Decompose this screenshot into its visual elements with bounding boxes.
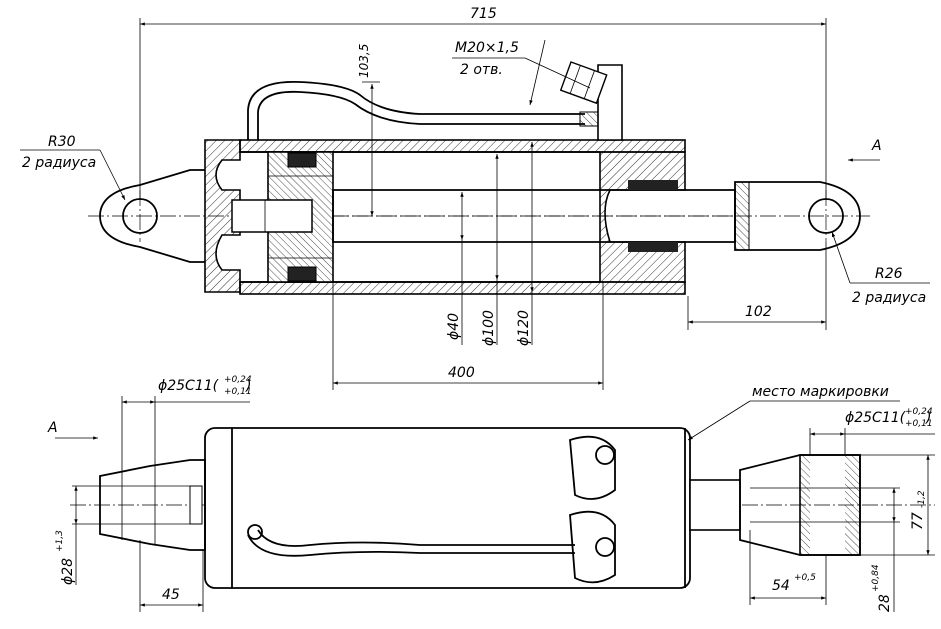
rod-diameter-label: ϕ40: [446, 313, 462, 340]
dimension-fork-gap: 28 +0,84: [860, 487, 900, 612]
side-view: A место маркировки ϕ25C11( +0,24 +0,11 ): [47, 375, 935, 612]
cylinder-body-side: [204, 427, 691, 589]
dimension-rear-eye-width: ϕ28 +1,3: [55, 485, 100, 585]
rear-bore-tol-lower: +0,11: [224, 387, 252, 397]
rear-lug-side: [99, 459, 206, 551]
dimension-fork-height: 77 -1,2: [860, 454, 935, 556]
stroke-label: 400: [448, 365, 475, 381]
front-bore-tol-lower: +0,11: [905, 419, 933, 429]
port-height-label: 103,5: [357, 44, 371, 78]
ports-side: [247, 435, 616, 584]
fork-slot-tol: +0,5: [794, 573, 816, 583]
rear-head: [204, 139, 241, 293]
bore-diameter-label: ϕ100: [481, 310, 497, 346]
front-bore-close: ): [925, 410, 931, 426]
dimension-fork-slot: 54 +0,5: [749, 530, 827, 605]
marking-label: место маркировки: [752, 384, 889, 400]
section-view: 715 103,5 M20×1,5 2 отв. R30 2 радиуса R…: [20, 6, 930, 390]
view-label-bottom: A: [47, 420, 58, 436]
rear-radius-callout: R30 2 радиуса: [20, 134, 126, 201]
view-a-arrow-top: A: [848, 138, 882, 162]
rear-eye-width-tol: +1,3: [55, 530, 65, 552]
view-a-arrow-bottom: A: [47, 420, 98, 440]
rear-radius-label: R30: [48, 134, 76, 150]
dimension-rear-eye-offset: 45: [139, 540, 204, 612]
front-bore-tol-upper: +0,24: [905, 407, 933, 417]
overall-length-label: 715: [470, 6, 497, 22]
dimension-diameters: ϕ40 ϕ100 ϕ120: [446, 142, 534, 346]
thread-callout: M20×1,5 2 отв.: [452, 39, 591, 106]
front-radius-callout: R26 2 радиуса: [831, 231, 930, 306]
rear-bore-tol-upper: +0,24: [224, 375, 252, 385]
rear-bore-close: ): [245, 378, 251, 394]
view-label-top: A: [871, 138, 882, 154]
front-radius-label: R26: [875, 266, 903, 282]
port-fitting: [559, 61, 608, 105]
dimension-port-height: 103,5: [357, 44, 380, 216]
rear-bore-label: ϕ25C11(: [158, 378, 219, 394]
dimension-rod-end: 102: [687, 242, 827, 330]
marking-callout: место маркировки: [687, 384, 900, 441]
fork-gap-tol: +0,84: [871, 564, 881, 592]
outer-diameter-label: ϕ120: [516, 310, 532, 346]
dimension-stroke: 400: [332, 282, 604, 390]
dimension-overall-length: 715: [139, 6, 827, 200]
front-eye-lug: [734, 181, 861, 251]
front-gland: [599, 151, 686, 283]
fork-gap-base: 28: [877, 594, 893, 612]
fork-height-tol: -1,2: [917, 490, 927, 508]
front-radius-count-label: 2 радиуса: [852, 290, 926, 306]
rear-radius-count-label: 2 радиуса: [22, 155, 96, 171]
front-bore-label: ϕ25C11(: [845, 410, 906, 426]
dimension-rear-bore: ϕ25C11( +0,24 +0,11 ): [121, 375, 252, 470]
fork-slot-base: 54: [772, 578, 790, 594]
port-count-label: 2 отв.: [460, 62, 503, 78]
rod-side: [689, 454, 861, 556]
dimension-front-bore: ϕ25C11( +0,24 +0,11 ): [809, 407, 935, 455]
rod-end-length-label: 102: [745, 304, 772, 320]
port-thread-label: M20×1,5: [455, 40, 519, 56]
rear-eye-width-base: ϕ28: [60, 558, 76, 585]
piston-rod: [332, 189, 736, 243]
rear-eye-offset-label: 45: [162, 587, 180, 603]
fork-height-base: 77: [910, 512, 926, 530]
